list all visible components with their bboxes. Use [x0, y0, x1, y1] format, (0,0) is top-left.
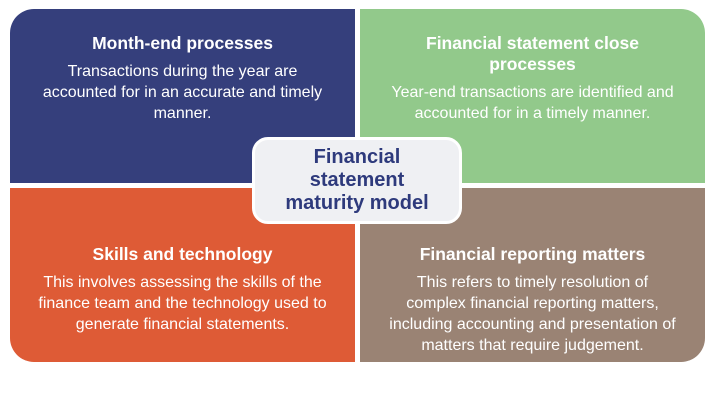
quadrant-description: Year-end transactions are identified and…	[391, 84, 674, 122]
quadrant-financial-reporting-matters: Financial reporting matters This refers …	[360, 188, 705, 362]
quadrant-title: Skills and technology	[92, 244, 273, 264]
quadrant-description: This refers to timely resolution of comp…	[389, 274, 676, 354]
quadrant-description: This involves assessing the skills of th…	[38, 274, 327, 333]
center-label-box: Financial statement maturity model	[252, 137, 462, 224]
quadrant-title: Month-end processes	[92, 33, 273, 53]
center-label: Financial statement maturity model	[285, 146, 429, 214]
quadrant-description: Transactions during the year are account…	[42, 63, 323, 122]
quadrant-title: Financial reporting matters	[419, 244, 646, 264]
quadrant-month-end-processes: Month-end processes Transactions during …	[10, 9, 355, 183]
quadrant-title: Financial statement close processes	[426, 33, 639, 74]
